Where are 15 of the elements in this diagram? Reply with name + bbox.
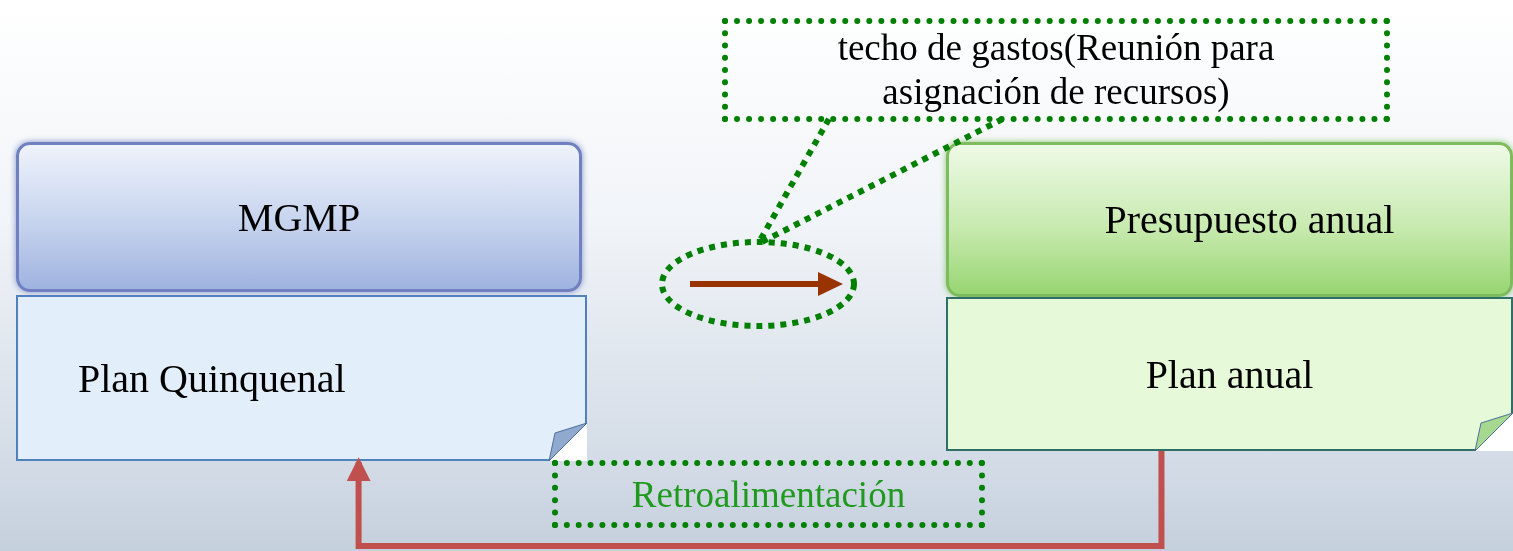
process-box — [16, 142, 582, 292]
process-box — [946, 297, 1513, 451]
callout-box — [722, 18, 1390, 122]
process-box — [16, 295, 587, 461]
node-label: MGMP — [237, 193, 361, 241]
node-label: Plan anual — [1145, 350, 1314, 398]
feedback-arrow — [346, 451, 1165, 549]
dotted-label-box — [552, 460, 985, 528]
process-box — [946, 142, 1513, 297]
callout-pointer — [755, 116, 1006, 247]
node-label: techo de gastos(Reunión para asignación de recursos) — [836, 25, 1276, 114]
dotted-ellipse — [658, 238, 858, 330]
node-label: Presupuesto anual — [1104, 196, 1395, 243]
node-label: Retroalimentación — [631, 472, 906, 516]
node-label: Plan Quinquenal — [78, 354, 346, 402]
